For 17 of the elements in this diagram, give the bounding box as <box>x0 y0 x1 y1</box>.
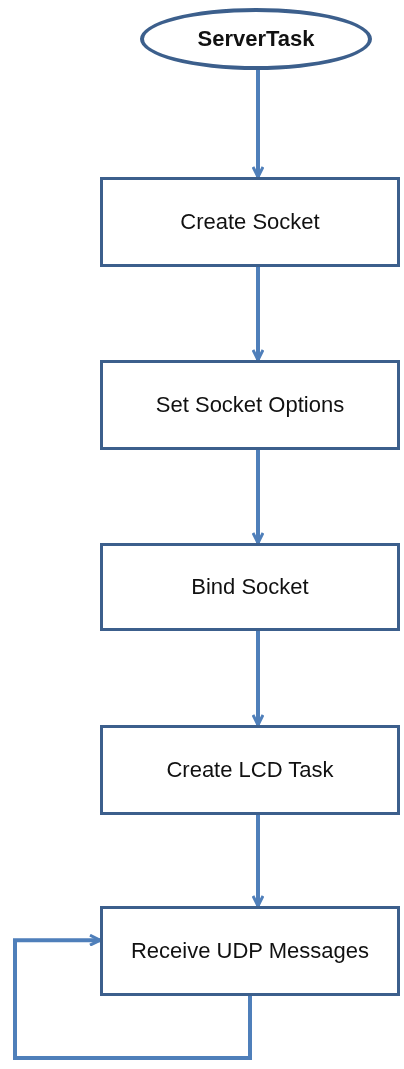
arrow <box>251 70 265 179</box>
process-box <box>100 177 400 267</box>
node-label: Create LCD Task <box>165 756 335 785</box>
arrow <box>251 267 265 362</box>
arrow <box>251 631 265 727</box>
arrow <box>251 450 265 545</box>
node-label: Bind Socket <box>190 573 310 602</box>
node-label: ServerTask <box>196 25 316 54</box>
arrow <box>13 933 252 1060</box>
process-box <box>100 360 400 450</box>
node-label: Create Socket <box>179 208 321 237</box>
process-box <box>100 543 400 631</box>
process-box <box>100 725 400 815</box>
arrow <box>251 815 265 908</box>
process-box <box>100 906 400 996</box>
node-label: Set Socket Options <box>154 391 346 420</box>
node-label: Receive UDP Messages <box>130 937 370 966</box>
